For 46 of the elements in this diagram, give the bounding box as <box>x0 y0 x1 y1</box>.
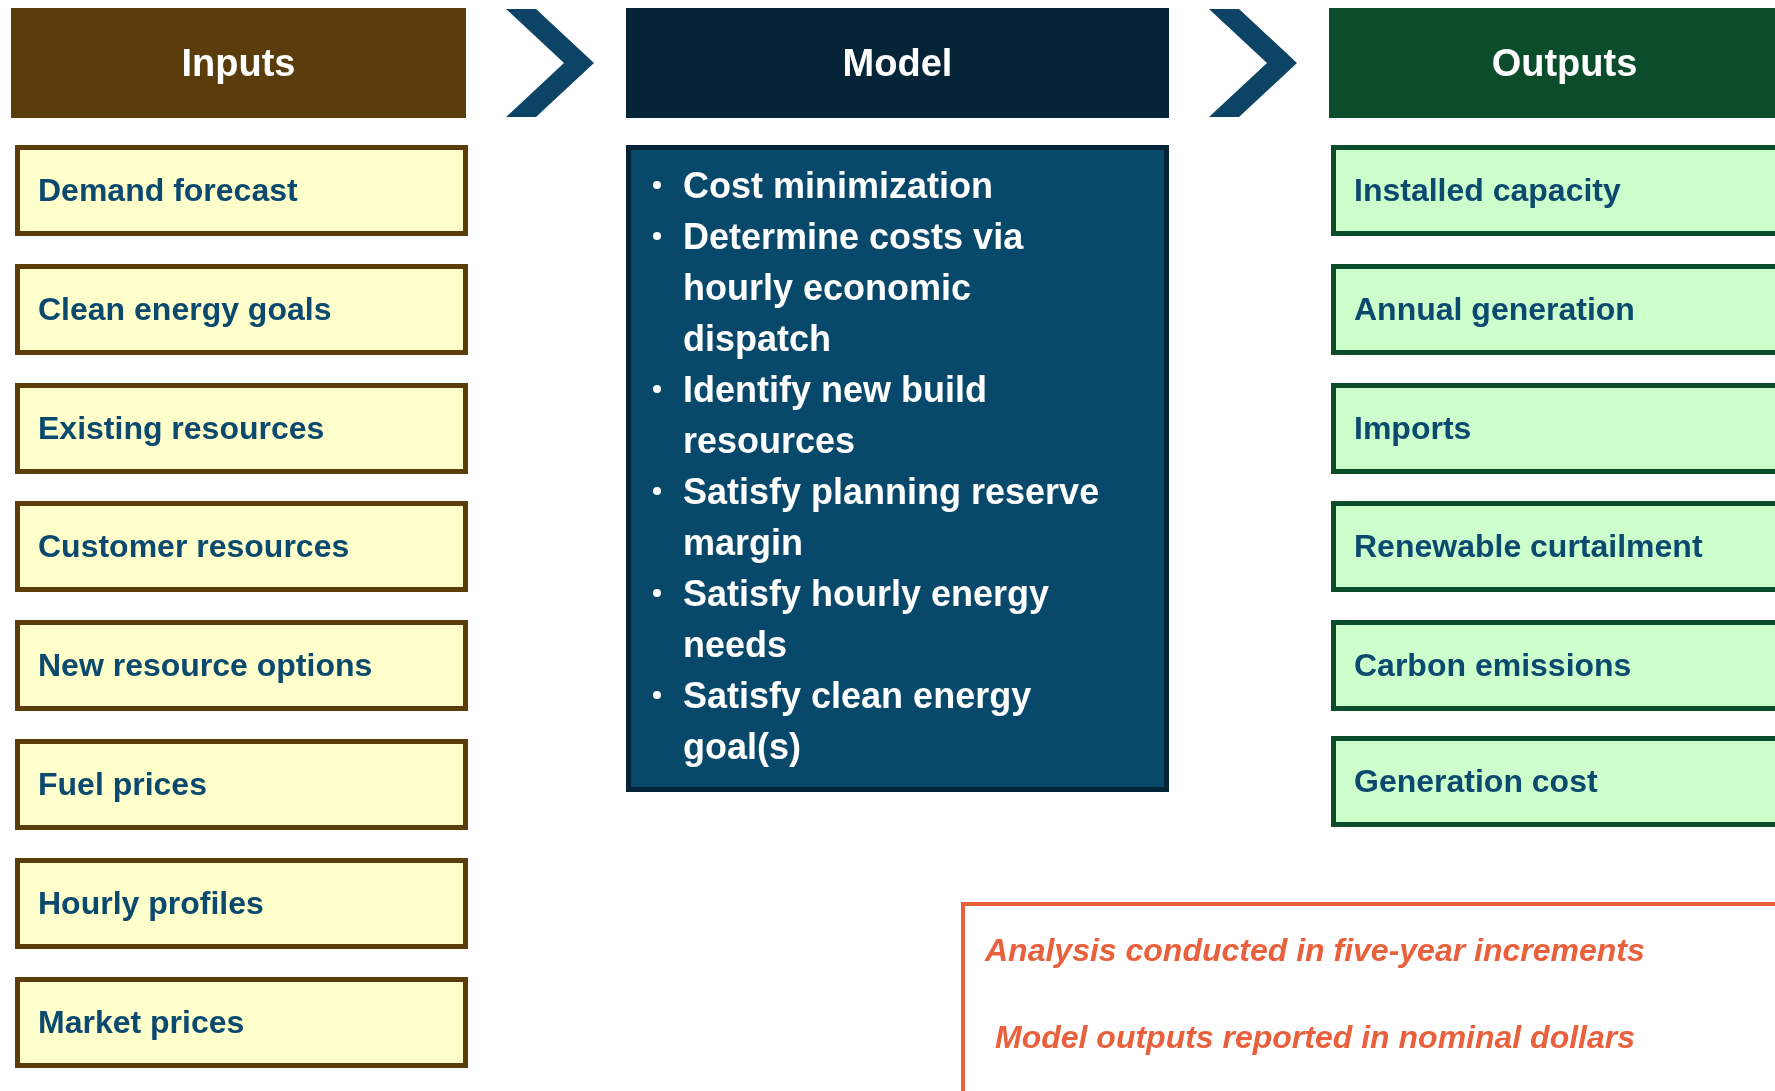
input-box <box>15 145 468 236</box>
chevron-arrow <box>1209 9 1297 117</box>
item-text: Hourly profiles <box>38 885 265 922</box>
bullet-text: Identify new build resources <box>683 368 988 463</box>
input-box <box>15 264 468 355</box>
item-text: Fuel prices <box>38 766 208 803</box>
output-box <box>1331 145 1775 236</box>
item-text: Annual generation <box>1354 291 1636 328</box>
item-text: Renewable curtailment <box>1354 528 1704 565</box>
item-text: Clean energy goals <box>38 291 333 328</box>
column-header <box>11 8 466 118</box>
bullet-text: Cost minimization <box>683 164 993 208</box>
header-text: Inputs <box>181 41 296 85</box>
item-text: Market prices <box>38 1004 246 1041</box>
output-box <box>1331 383 1775 474</box>
item-text: Customer resources <box>38 528 351 565</box>
bullet-text: Satisfy planning reserve margin <box>683 470 1101 565</box>
output-box <box>1331 264 1775 355</box>
bullet-text: Determine costs via hourly economic dispatch <box>683 215 1025 361</box>
item-text: Imports <box>1354 410 1473 447</box>
bullet-text: Satisfy clean energy goal(s) <box>683 674 1033 769</box>
item-text: New resource options <box>38 647 374 684</box>
item-text: Installed capacity <box>1354 172 1622 209</box>
input-box <box>15 858 468 949</box>
column-header <box>1329 8 1775 118</box>
item-text: Generation cost <box>1354 763 1599 800</box>
note-text: Analysis conducted in five-year increments <box>985 932 1646 969</box>
input-box <box>15 977 468 1068</box>
header-text: Model <box>842 41 953 85</box>
input-box <box>15 501 468 592</box>
output-box <box>1331 736 1775 827</box>
input-box <box>15 739 468 830</box>
input-box <box>15 383 468 474</box>
note-box <box>961 902 1775 1091</box>
note-text: Model outputs reported in nominal dollars <box>995 1019 1636 1056</box>
model-box <box>626 145 1169 792</box>
item-text: Demand forecast <box>38 172 299 209</box>
item-text: Existing resources <box>38 410 326 447</box>
chevron-arrow <box>506 9 594 117</box>
output-box <box>1331 620 1775 711</box>
input-box <box>15 620 468 711</box>
item-text: Carbon emissions <box>1354 647 1633 684</box>
header-text: Outputs <box>1491 41 1638 85</box>
column-header <box>626 8 1169 118</box>
bullet-text: Satisfy hourly energy needs <box>683 572 1051 667</box>
output-box <box>1331 501 1775 592</box>
